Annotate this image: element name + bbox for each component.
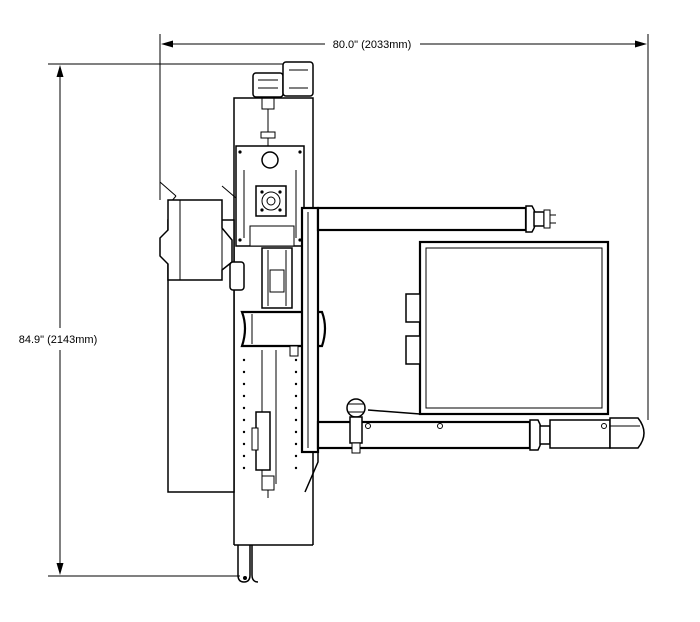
height-dimension-label: 84.9" (2143mm) [19,334,98,346]
width-dimension-label: 80.0" (2033mm) [333,39,412,51]
width-arrow-left [161,40,173,48]
upper-head-plate [235,145,305,247]
width-dimension: 80.0" (2033mm) [159,34,649,420]
side-column [300,206,320,493]
left-cabinet [159,181,245,493]
height-arrow-top [56,65,64,77]
height-arrow-bottom [56,563,64,575]
width-arrow-right [635,40,647,48]
height-dimension: 84.9" (2143mm) [19,63,300,577]
frame-hole-pattern [242,358,298,470]
vertical-slide [251,247,293,498]
top-motor-assembly [252,61,314,146]
upper-arm [316,205,556,233]
work-table [405,240,610,416]
lower-arm [316,398,645,454]
